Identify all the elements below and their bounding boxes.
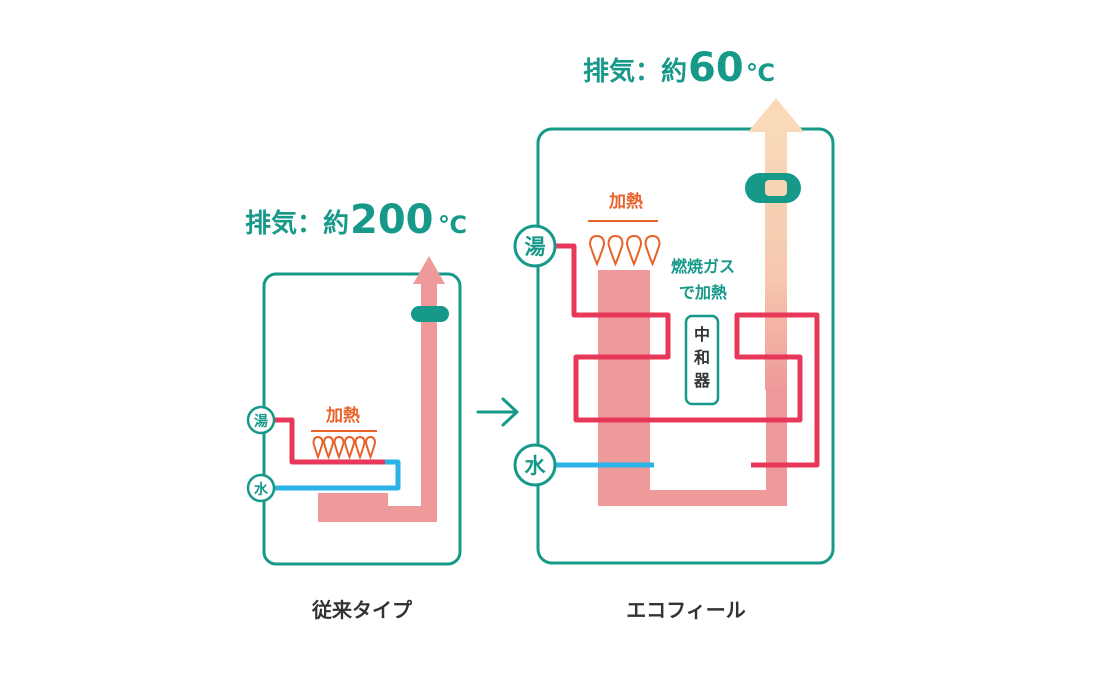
eco-exhaust-temp: 60 bbox=[688, 45, 744, 91]
eco-exhaust-stack bbox=[765, 130, 787, 390]
eco-burner-flames bbox=[588, 234, 661, 267]
eco-damper-window bbox=[765, 180, 787, 196]
right-arrow-icon bbox=[476, 397, 519, 427]
conv-exhaust-prefix: 排気：約 bbox=[245, 208, 349, 239]
conv-exhaust-arrow bbox=[413, 256, 445, 284]
conv-exhaust-unit: ℃ bbox=[438, 211, 467, 239]
eco-caption: エコフィール bbox=[626, 598, 746, 622]
conv-water-badge bbox=[246, 473, 276, 503]
conv-hot-water-badge bbox=[246, 405, 276, 435]
conv-burner-flames bbox=[312, 435, 377, 460]
ecofeel-unit: 排気：約 60 ℃ 加熱 燃焼ガス で加熱 中 和 器 湯 水 bbox=[513, 45, 835, 622]
eco-neutralizer-box bbox=[684, 314, 720, 406]
eco-casing bbox=[536, 127, 835, 565]
conv-hot-water-label: 湯 bbox=[254, 413, 268, 430]
conv-hot-pipe bbox=[271, 417, 385, 465]
flame-icon bbox=[607, 234, 624, 267]
conv-damper bbox=[411, 306, 449, 322]
eco-hot-water-label: 湯 bbox=[525, 235, 546, 259]
eco-hot-water-badge bbox=[513, 224, 557, 268]
eco-hot-pipe bbox=[552, 243, 820, 468]
eco-water-badge bbox=[513, 443, 557, 487]
eco-neutralizer-char-2: 和 bbox=[694, 348, 710, 367]
conv-water-pipe bbox=[271, 459, 401, 491]
flame-icon bbox=[364, 435, 377, 460]
flame-icon bbox=[322, 435, 335, 460]
eco-neutralizer-char-3: 器 bbox=[693, 371, 711, 390]
conv-water-label: 水 bbox=[254, 481, 269, 498]
eco-exhaust-unit: ℃ bbox=[746, 59, 775, 87]
flame-icon bbox=[333, 435, 345, 460]
conv-heat-label: 加熱 bbox=[325, 405, 360, 426]
flame-icon bbox=[625, 234, 643, 267]
eco-exhaust-arrow bbox=[748, 98, 804, 132]
flame-icon bbox=[588, 234, 606, 267]
eco-flue-path bbox=[598, 270, 787, 506]
flame-icon bbox=[343, 435, 356, 460]
eco-exhaust-prefix: 排気：約 bbox=[583, 56, 687, 87]
eco-neutralizer-char-1: 中 bbox=[694, 325, 710, 344]
eco-water-label: 水 bbox=[525, 454, 547, 478]
eco-combustion-gas-line1: 燃焼ガス bbox=[671, 257, 735, 276]
conv-exhaust-temp: 200 bbox=[350, 197, 434, 243]
eco-heat-label: 加熱 bbox=[608, 191, 643, 212]
eco-combustion-gas-line2: で加熱 bbox=[679, 283, 727, 302]
flame-icon bbox=[312, 435, 324, 460]
conv-caption: 従来タイプ bbox=[311, 598, 413, 622]
flame-icon bbox=[644, 234, 661, 267]
flame-icon bbox=[354, 435, 366, 460]
conventional-unit: 排気：約 200 ℃ 加熱 湯 水 従来タイプ bbox=[245, 197, 467, 622]
